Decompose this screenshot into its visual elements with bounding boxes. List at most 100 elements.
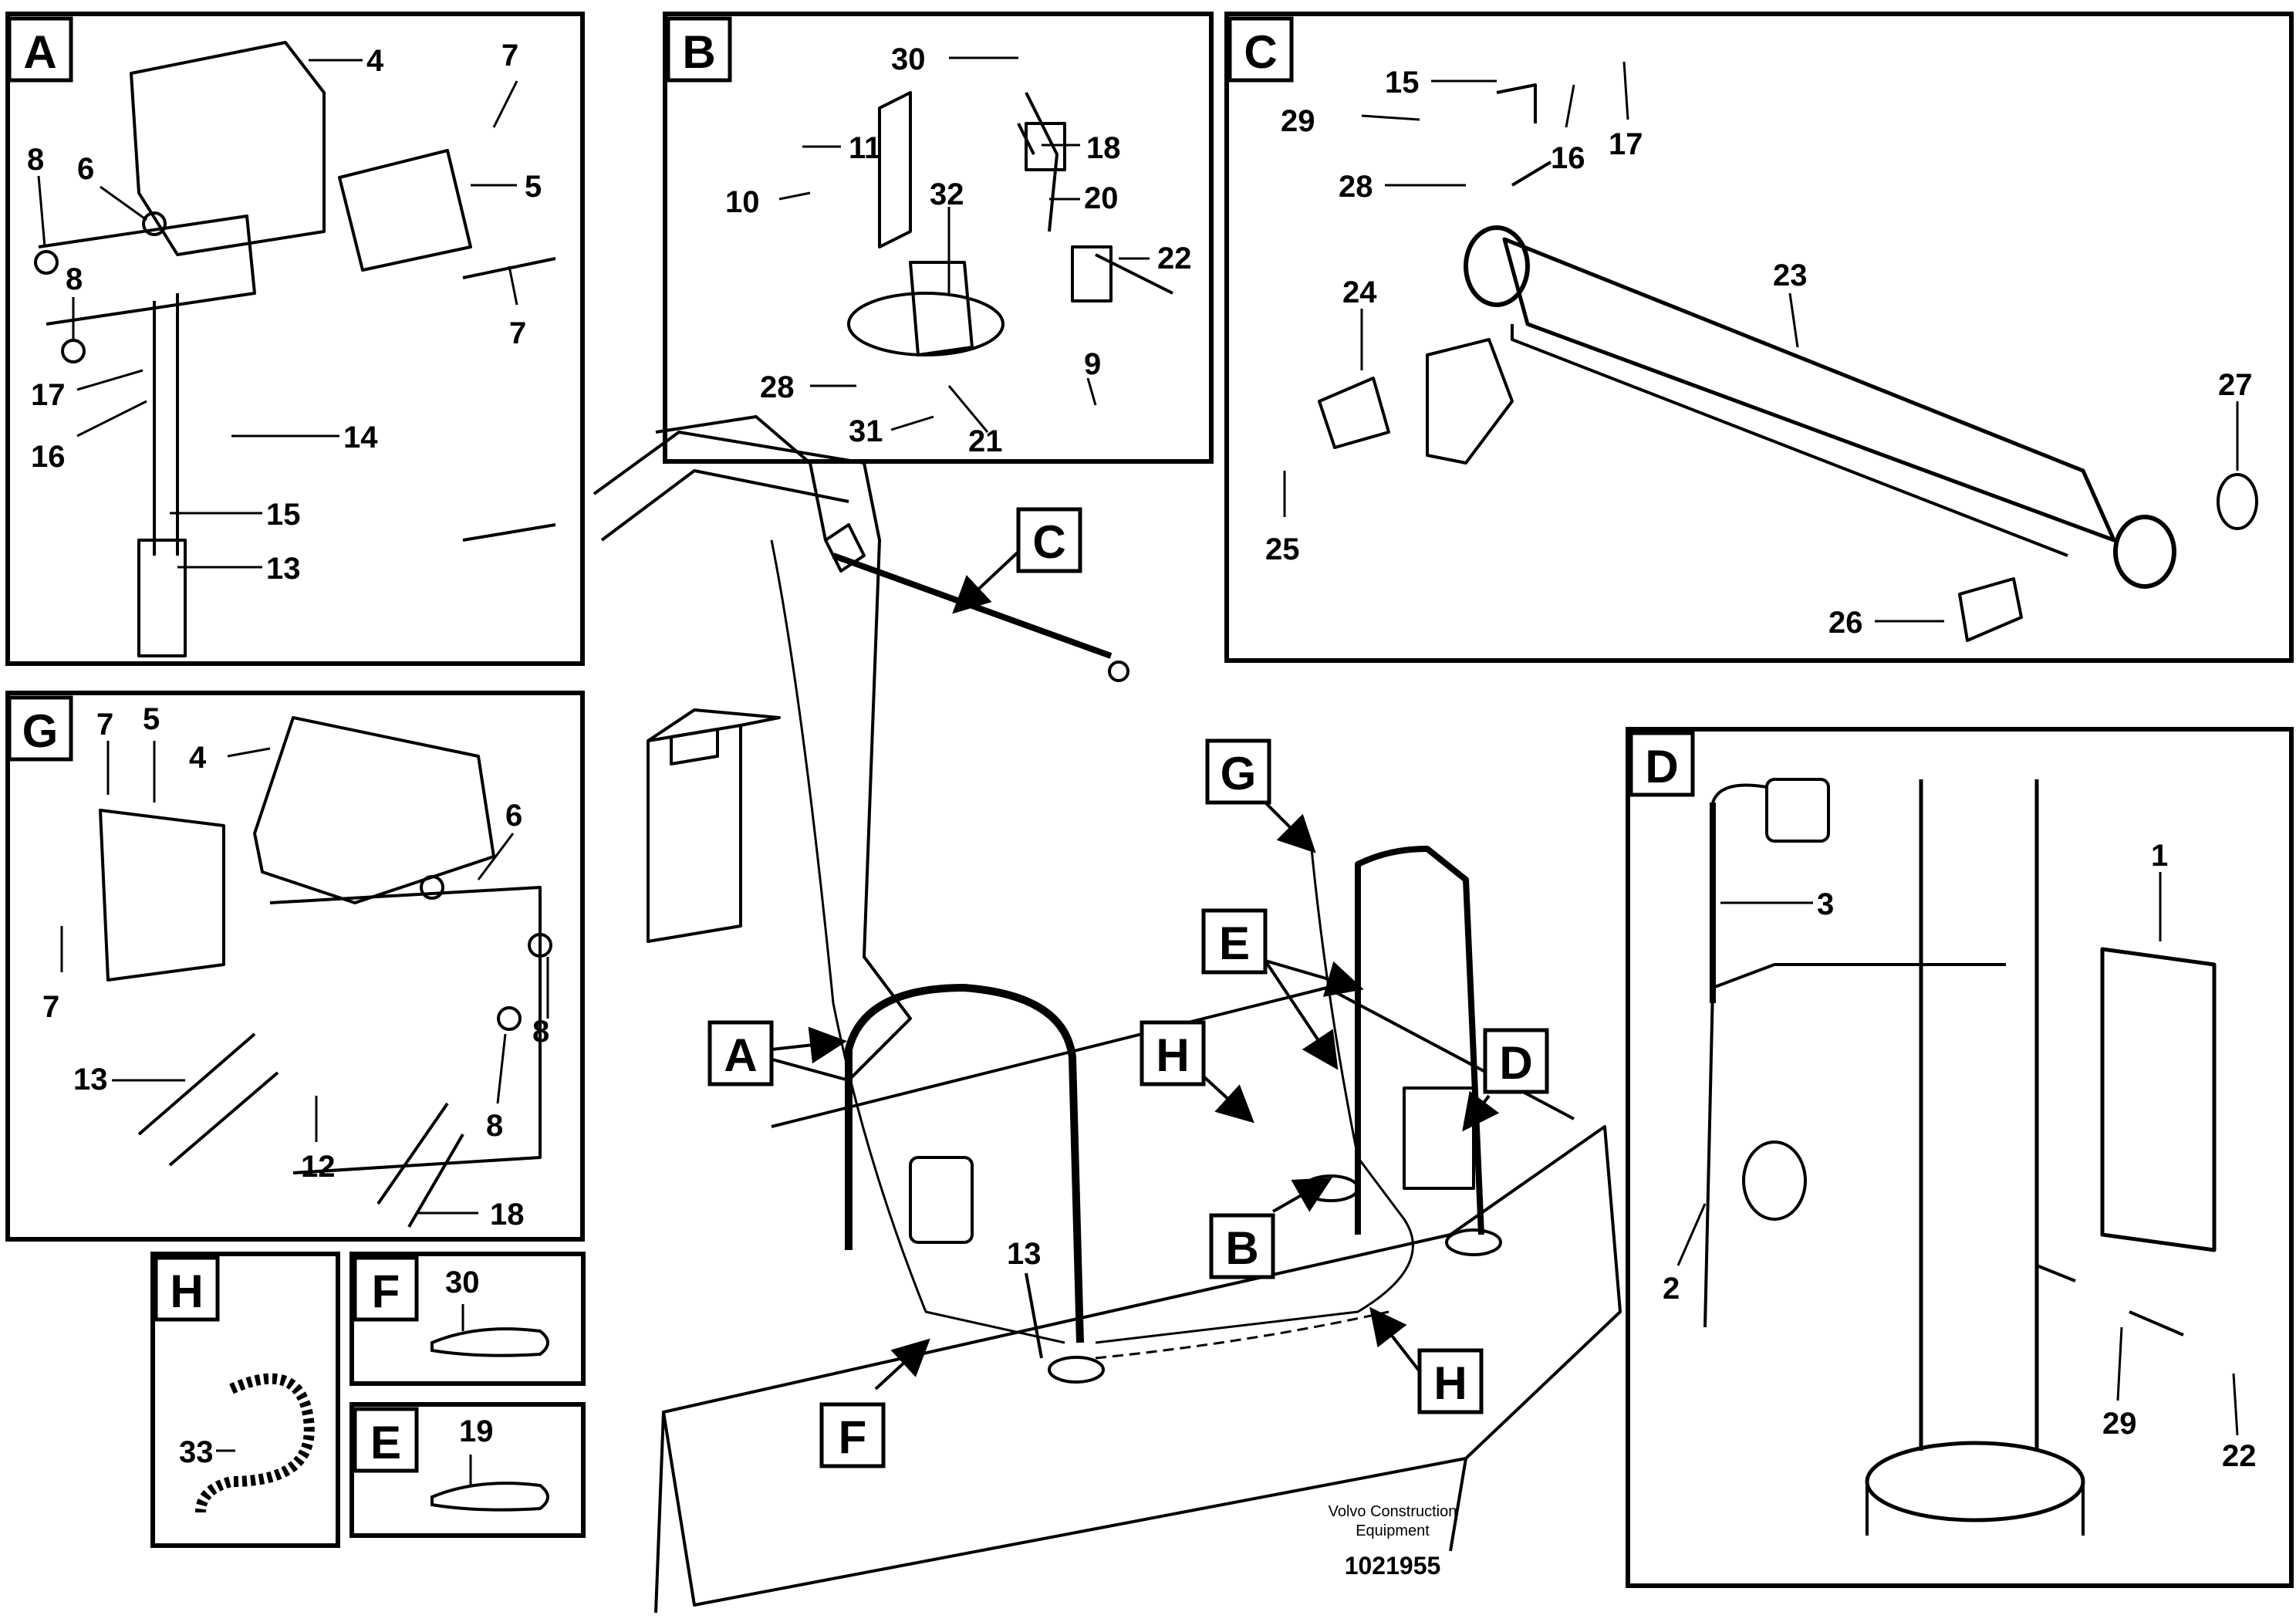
tag-h-label: H (1156, 1029, 1189, 1081)
callout-label: 22 (1157, 242, 1192, 275)
panel-a-letter: A (23, 26, 56, 78)
panel-c: C 15 29 16 (1224, 12, 2294, 663)
callout-label: 18 (490, 1198, 525, 1232)
callout-label: 22 (2222, 1439, 2257, 1473)
panel-b-callouts: 30 11 18 10 32 20 22 9 28 31 21 (725, 42, 1192, 458)
callout-label: 14 (343, 421, 378, 454)
tag-f-box (819, 1402, 886, 1468)
tag-g-label: G (1221, 748, 1257, 799)
callout-label: 16 (1551, 141, 1585, 175)
panel-g-letter: G (22, 705, 59, 757)
callout-label: 28 (760, 370, 795, 404)
callout-label: 13 (1007, 1237, 1042, 1271)
callout-label: 6 (505, 799, 522, 833)
panel-b-letter-box (666, 16, 732, 83)
tag-h2-label: H (1433, 1357, 1467, 1409)
panel-b: B 30 11 18 10 (663, 12, 1214, 464)
callout-label: 17 (1609, 127, 1643, 161)
callout-label: 3 (1817, 887, 1834, 921)
panel-h-letter-box (154, 1255, 220, 1322)
panel-e: E 19 (349, 1402, 586, 1538)
cable-tie-icon (430, 1482, 549, 1512)
tag-a-label: A (724, 1029, 757, 1081)
tag-h-box (1140, 1020, 1206, 1086)
main-view-tags: C G E H D A B F H 13 (707, 507, 1549, 1468)
panel-g-letter-box (7, 695, 73, 762)
panel-e-frame (349, 1402, 586, 1538)
tag-a-box (707, 1020, 774, 1086)
callout-label: 31 (849, 414, 883, 448)
panel-e-letter: E (370, 1417, 401, 1468)
callout-label: 13 (266, 552, 301, 586)
tag-e-box (1201, 908, 1268, 975)
tag-c-box (1016, 507, 1082, 573)
callout-label: 5 (143, 702, 160, 736)
callout-label: 25 (1265, 532, 1300, 566)
callout-label: 7 (509, 316, 526, 350)
callout-label: 23 (1773, 259, 1808, 292)
callout-label: 15 (266, 498, 301, 532)
callout-label: 11 (849, 131, 881, 165)
panel-g: G 7 5 4 6 (5, 691, 585, 1242)
callout-label: 17 (31, 378, 66, 412)
callout-label: 7 (96, 708, 113, 742)
callout-label: 5 (525, 170, 542, 204)
panel-a-letter-box (7, 16, 73, 83)
panel-d-letter-box (1629, 731, 1695, 797)
callout-label: 12 (301, 1150, 336, 1184)
credit-block: Volvo Construction Equipment 1021955 (1329, 1503, 1457, 1580)
callout-label: 18 (1086, 131, 1121, 165)
panel-d-letter: D (1645, 741, 1678, 792)
callout-label: 27 (2218, 368, 2253, 402)
callout-label: 16 (31, 440, 66, 474)
callout-label: 15 (1385, 66, 1420, 100)
panel-f-letter-box (353, 1255, 419, 1322)
callout-label: 20 (1084, 181, 1119, 215)
callout-label: 7 (42, 990, 59, 1024)
callout-label: 29 (2102, 1407, 2137, 1441)
tag-b-box (1209, 1213, 1275, 1279)
callout-label: 9 (1084, 347, 1101, 381)
spiral-wrap-icon (195, 1373, 315, 1513)
callout-label: 4 (189, 741, 207, 775)
credit-line-2: Equipment (1356, 1522, 1430, 1539)
tag-f-label: F (839, 1411, 867, 1463)
callout-label: 21 (968, 424, 1003, 458)
callout-label: 24 (1342, 275, 1377, 309)
panel-f-frame (349, 1252, 586, 1386)
panel-b-letter: B (682, 26, 715, 78)
panel-a-frame (5, 12, 585, 666)
callout-label: 8 (27, 143, 44, 177)
callout-label: 8 (66, 262, 83, 296)
panel-d: D 3 1 2 29 22 (1626, 727, 2294, 1588)
panel-h-letter: H (170, 1265, 203, 1317)
tag-h2-box (1417, 1348, 1484, 1414)
tag-b-label: B (1225, 1222, 1258, 1274)
panel-c-frame (1224, 12, 2294, 663)
panel-d-frame (1626, 727, 2294, 1588)
credit-line-1: Volvo Construction (1329, 1503, 1457, 1520)
main-assembly-view (593, 415, 1622, 1614)
panel-c-callouts: 15 29 16 17 28 23 24 27 25 26 (1265, 66, 2253, 640)
tag-d-label: D (1499, 1037, 1532, 1089)
callout-label: 33 (179, 1435, 214, 1469)
callout-label: 1 (2151, 839, 2168, 873)
callout-label: 8 (532, 1015, 549, 1049)
callout-label: 2 (1663, 1272, 1680, 1306)
panel-f-letter: F (372, 1265, 400, 1317)
callout-label: 6 (77, 152, 94, 186)
panel-e-letter-box (353, 1407, 419, 1473)
panel-c-letter-box (1227, 16, 1294, 83)
panel-f: F 30 (349, 1252, 586, 1386)
callout-label: 26 (1828, 606, 1863, 640)
callout-label: 4 (366, 44, 384, 78)
panel-h: H 33 (150, 1252, 340, 1548)
callout-label: 13 (73, 1063, 108, 1097)
tag-c-label: C (1032, 516, 1065, 568)
panel-h-frame (150, 1252, 340, 1548)
panel-d-callouts: 3 1 2 29 22 (1663, 839, 2257, 1473)
panel-a-callouts: 4 7 8 6 5 8 7 17 16 14 15 13 (27, 39, 542, 586)
document-number: 1021955 (1345, 1552, 1441, 1580)
